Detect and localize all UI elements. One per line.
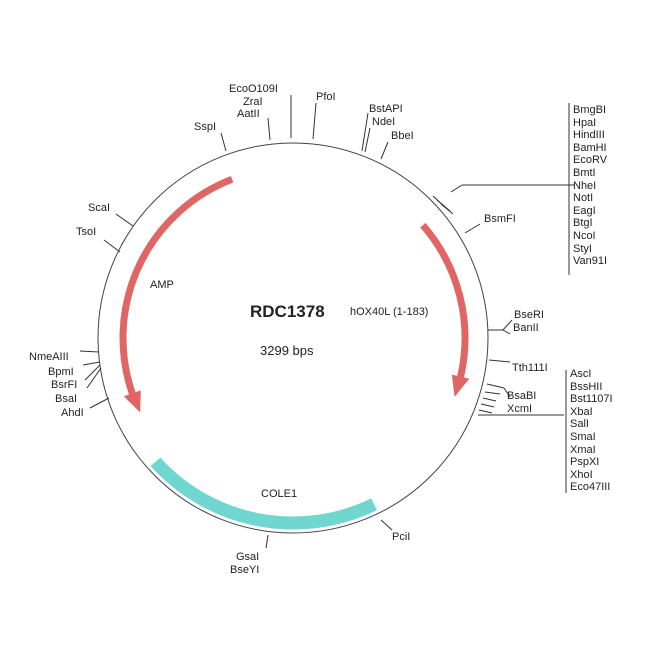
site-pfoi[interactable]: PfoI xyxy=(316,91,336,103)
site-eagi[interactable]: EagI xyxy=(573,204,596,217)
hox40l-label: hOX40L (1-183) xyxy=(350,306,429,318)
site-ncoi[interactable]: NcoI xyxy=(573,229,596,242)
site-styi[interactable]: StyI xyxy=(573,242,592,255)
site-ecorv[interactable]: EcoRV xyxy=(573,154,608,167)
site-bmti[interactable]: BmtI xyxy=(573,166,596,179)
site-bst1107i[interactable]: Bst1107I xyxy=(570,393,613,406)
site-smai[interactable]: SmaI xyxy=(570,430,596,443)
site-van91i[interactable]: Van91I xyxy=(573,255,608,268)
site-zrai[interactable]: ZraI xyxy=(243,96,263,108)
site-ticks xyxy=(79,95,575,549)
site-tth111i[interactable]: Tth111I xyxy=(512,362,548,374)
hox40l-arrowhead xyxy=(451,374,470,397)
site-bsrfi[interactable]: BsrFI xyxy=(51,379,78,391)
site-scai[interactable]: ScaI xyxy=(88,202,111,214)
site-xbai[interactable]: XbaI xyxy=(570,405,593,418)
site-sspi[interactable]: SspI xyxy=(194,121,217,133)
site-bmgbi[interactable]: BmgBI xyxy=(573,104,607,116)
plasmid-size: 3299 bps xyxy=(260,343,314,358)
site-sali[interactable]: SalI xyxy=(570,418,589,431)
site-noti[interactable]: NotI xyxy=(573,192,594,205)
site-eco47iii[interactable]: Eco47III xyxy=(570,481,611,494)
site-ahdi[interactable]: AhdI xyxy=(61,407,84,419)
site-bsmfi[interactable]: BsmFI xyxy=(484,213,516,225)
site-bseri[interactable]: BseRI xyxy=(514,309,544,321)
site-ndei[interactable]: NdeI xyxy=(372,116,396,128)
amp-arrowhead xyxy=(123,390,141,413)
site-bamhi[interactable]: BamHI xyxy=(573,141,607,154)
site-pspxi[interactable]: PspXI xyxy=(570,456,600,469)
site-bpmi[interactable]: BpmI xyxy=(48,366,74,378)
site-banii[interactable]: BanII xyxy=(513,322,539,334)
cole1-label: COLE1 xyxy=(261,488,298,500)
site-aatii[interactable]: AatII xyxy=(237,108,260,120)
site-bbei[interactable]: BbeI xyxy=(391,130,414,142)
site-hindiii[interactable]: HindIII xyxy=(573,129,605,142)
site-btgi[interactable]: BtgI xyxy=(573,217,593,230)
site-nhei[interactable]: NheI xyxy=(573,179,597,192)
amp-feature-arrow[interactable] xyxy=(119,176,234,395)
amp-label: AMP xyxy=(150,279,174,291)
site-ecoo109i[interactable]: EcoO109I xyxy=(229,83,278,95)
site-nmeaiii[interactable]: NmeAIII xyxy=(29,351,69,363)
site-xhoi[interactable]: XhoI xyxy=(570,468,593,481)
site-bsai[interactable]: BsaI xyxy=(55,393,78,405)
site-xcmi[interactable]: XcmI xyxy=(507,403,533,415)
site-hpai[interactable]: HpaI xyxy=(573,116,597,129)
cole1-feature-arc[interactable] xyxy=(150,457,377,530)
plasmid-name: RDC1378 xyxy=(250,302,325,321)
site-pcii[interactable]: PciI xyxy=(392,531,411,543)
site-asci[interactable]: AscI xyxy=(570,368,592,380)
hox40l-feature-arrow[interactable] xyxy=(420,222,469,378)
site-gsai[interactable]: GsaI xyxy=(236,551,260,563)
site-bsabi[interactable]: BsaBI xyxy=(507,390,537,402)
site-tsoi[interactable]: TsoI xyxy=(76,226,97,238)
site-bstapi[interactable]: BstAPI xyxy=(369,103,403,115)
backbone-circle xyxy=(97,142,489,534)
site-bsshii[interactable]: BssHII xyxy=(570,380,603,393)
site-xmai[interactable]: XmaI xyxy=(570,443,596,456)
site-bseyi[interactable]: BseYI xyxy=(230,564,260,576)
